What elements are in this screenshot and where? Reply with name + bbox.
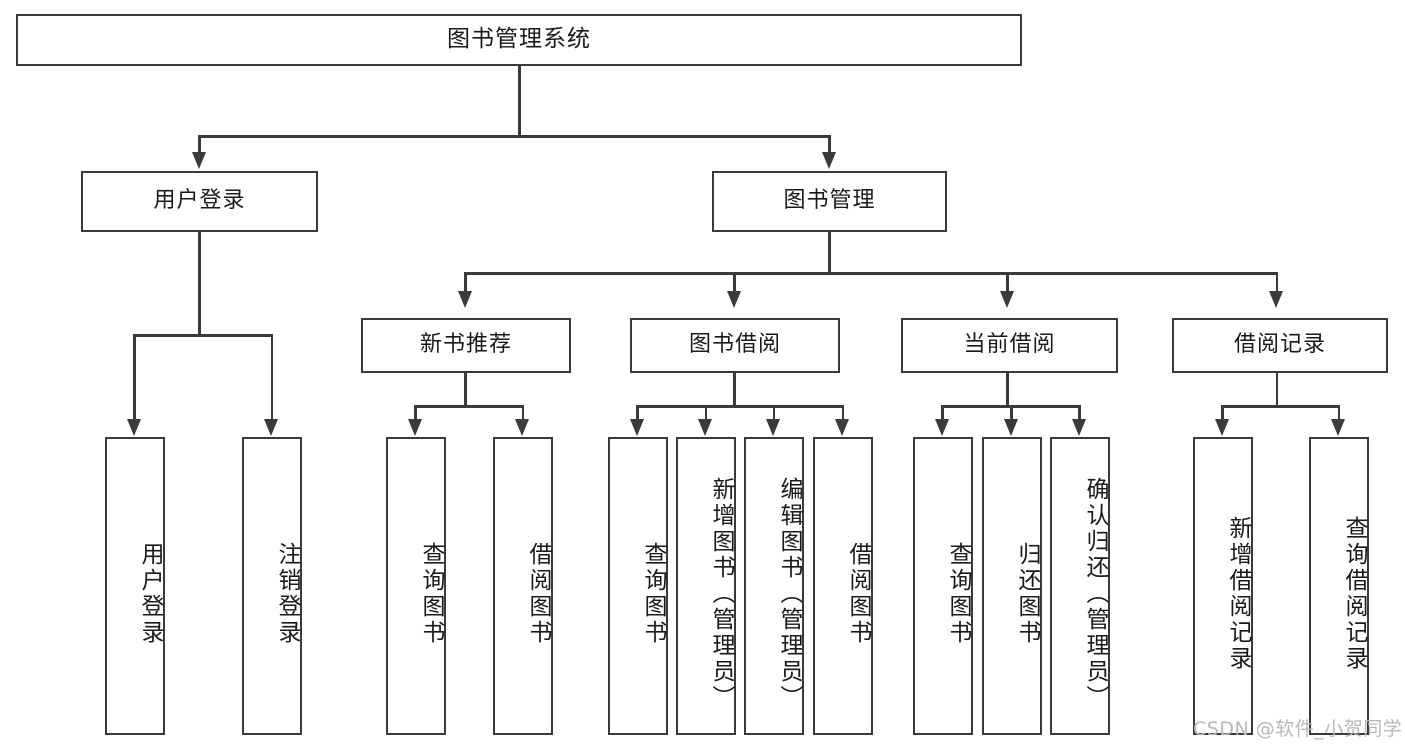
leaf-edit-book-admin[interactable]: 编辑图书（管理员）	[744, 437, 804, 735]
arrow-to-leaf-logout	[264, 419, 278, 436]
connector-book-borrow-drop-2	[704, 405, 707, 420]
connector-root-bus	[198, 135, 831, 138]
connector-book-borrow-bus	[636, 405, 844, 408]
leaf-query-book-recommend[interactable]: 查询图书	[386, 437, 446, 735]
node-label: 新增图书（管理员）	[708, 477, 734, 711]
connector-root-drop-right	[828, 135, 831, 153]
node-label: 用户登录	[137, 542, 163, 646]
connector-book-manage-drop-3	[1006, 272, 1009, 292]
node-borrow-record[interactable]: 借阅记录	[1172, 318, 1388, 373]
watermark-text: CSDN @软件_小贺同学	[1193, 718, 1403, 740]
node-root-system[interactable]: 图书管理系统	[16, 14, 1022, 66]
node-label: 借阅图书	[845, 542, 871, 646]
arrow-to-book-borrow	[726, 291, 741, 308]
connector-user-login-bus	[133, 334, 273, 337]
arrow-to-borrow-record	[1269, 291, 1283, 308]
node-label: 借阅图书	[525, 542, 551, 646]
arrow-to-leaf-query-book-2	[629, 419, 644, 436]
node-label: 查询图书	[945, 542, 971, 646]
node-label: 查询图书	[640, 542, 666, 646]
leaf-logout[interactable]: 注销登录	[242, 437, 302, 735]
node-book-borrow[interactable]: 图书借阅	[630, 318, 840, 373]
connector-book-manage-drop-1	[464, 272, 467, 292]
node-current-borrow[interactable]: 当前借阅	[901, 318, 1118, 373]
arrow-to-leaf-add-record	[1214, 419, 1229, 436]
connector-user-login-drop-1	[133, 334, 136, 420]
connector-book-borrow-stem	[733, 373, 736, 407]
connector-root-stem	[518, 66, 521, 136]
node-label: 查询图书	[418, 542, 444, 646]
connector-new-book-drop-1	[414, 405, 417, 420]
arrow-to-book-manage	[821, 152, 836, 169]
leaf-return-book[interactable]: 归还图书	[982, 437, 1042, 735]
leaf-query-book-borrow[interactable]: 查询图书	[608, 437, 668, 735]
node-user-login[interactable]: 用户登录	[81, 171, 318, 232]
node-label: 注销登录	[274, 542, 300, 646]
node-label: 图书管理	[783, 188, 876, 214]
leaf-user-login[interactable]: 用户登录	[105, 437, 165, 735]
leaf-add-book-admin[interactable]: 新增图书（管理员）	[676, 437, 736, 735]
node-new-book-recommend[interactable]: 新书推荐	[361, 318, 571, 373]
connector-book-borrow-drop-1	[636, 405, 639, 420]
leaf-borrow-book[interactable]: 借阅图书	[813, 437, 873, 735]
node-label: 编辑图书（管理员）	[776, 477, 802, 711]
node-label: 当前借阅	[963, 332, 1056, 358]
node-label: 图书管理系统	[447, 26, 591, 53]
connector-new-book-stem	[464, 373, 467, 407]
connector-current-borrow-drop-2	[1010, 405, 1013, 420]
connector-borrow-record-bus	[1221, 405, 1340, 408]
connector-current-borrow-stem	[1006, 373, 1009, 407]
connector-current-borrow-drop-3	[1078, 405, 1081, 420]
node-label: 新增借阅记录	[1225, 516, 1251, 672]
connector-new-book-drop-2	[521, 405, 524, 420]
connector-book-manage-stem	[828, 232, 831, 274]
connector-book-manage-drop-2	[733, 272, 736, 292]
arrow-to-leaf-confirm-return	[1071, 419, 1086, 436]
node-label: 新书推荐	[419, 332, 512, 358]
connector-borrow-record-stem	[1275, 373, 1278, 407]
arrow-to-leaf-query-book-1	[407, 419, 422, 436]
connector-current-borrow-drop-1	[941, 405, 944, 420]
connector-book-manage-drop-4	[1275, 272, 1278, 292]
leaf-query-borrow-record[interactable]: 查询借阅记录	[1309, 437, 1369, 735]
arrow-to-user-login	[191, 152, 206, 169]
node-label: 确认归还（管理员）	[1082, 477, 1108, 711]
arrow-to-leaf-edit-book	[766, 419, 780, 436]
leaf-query-book-current[interactable]: 查询图书	[913, 437, 973, 735]
connector-borrow-record-drop-1	[1221, 405, 1224, 420]
arrow-to-leaf-query-record	[1331, 419, 1345, 436]
arrow-to-leaf-add-book	[698, 419, 712, 436]
leaf-add-borrow-record[interactable]: 新增借阅记录	[1193, 437, 1253, 735]
arrow-to-leaf-return-book	[1003, 419, 1018, 436]
connector-book-borrow-drop-4	[841, 405, 844, 420]
leaf-confirm-return-admin[interactable]: 确认归还（管理员）	[1050, 437, 1110, 735]
arrow-to-new-book-recommend	[457, 291, 472, 308]
arrow-to-leaf-user-login	[126, 419, 141, 436]
node-label: 查询借阅记录	[1341, 516, 1367, 672]
arrow-to-leaf-borrow-book-1	[515, 419, 529, 436]
arrow-to-current-borrow	[999, 291, 1014, 308]
connector-book-manage-bus	[464, 272, 1278, 275]
connector-borrow-record-drop-2	[1337, 405, 1340, 420]
node-label: 借阅记录	[1233, 332, 1326, 358]
connector-new-book-bus	[414, 405, 524, 408]
node-label: 图书借阅	[688, 332, 781, 358]
connector-root-drop-left	[198, 135, 201, 153]
node-label: 归还图书	[1014, 542, 1040, 646]
connector-book-borrow-drop-3	[772, 405, 775, 420]
connector-user-login-stem	[198, 232, 201, 336]
arrow-to-leaf-query-book-3	[934, 419, 949, 436]
arrow-to-leaf-borrow-book-2	[835, 419, 849, 436]
connector-user-login-drop-2	[270, 334, 273, 420]
leaf-borrow-book-recommend[interactable]: 借阅图书	[493, 437, 553, 735]
node-label: 用户登录	[153, 188, 246, 214]
node-book-manage[interactable]: 图书管理	[712, 171, 947, 232]
